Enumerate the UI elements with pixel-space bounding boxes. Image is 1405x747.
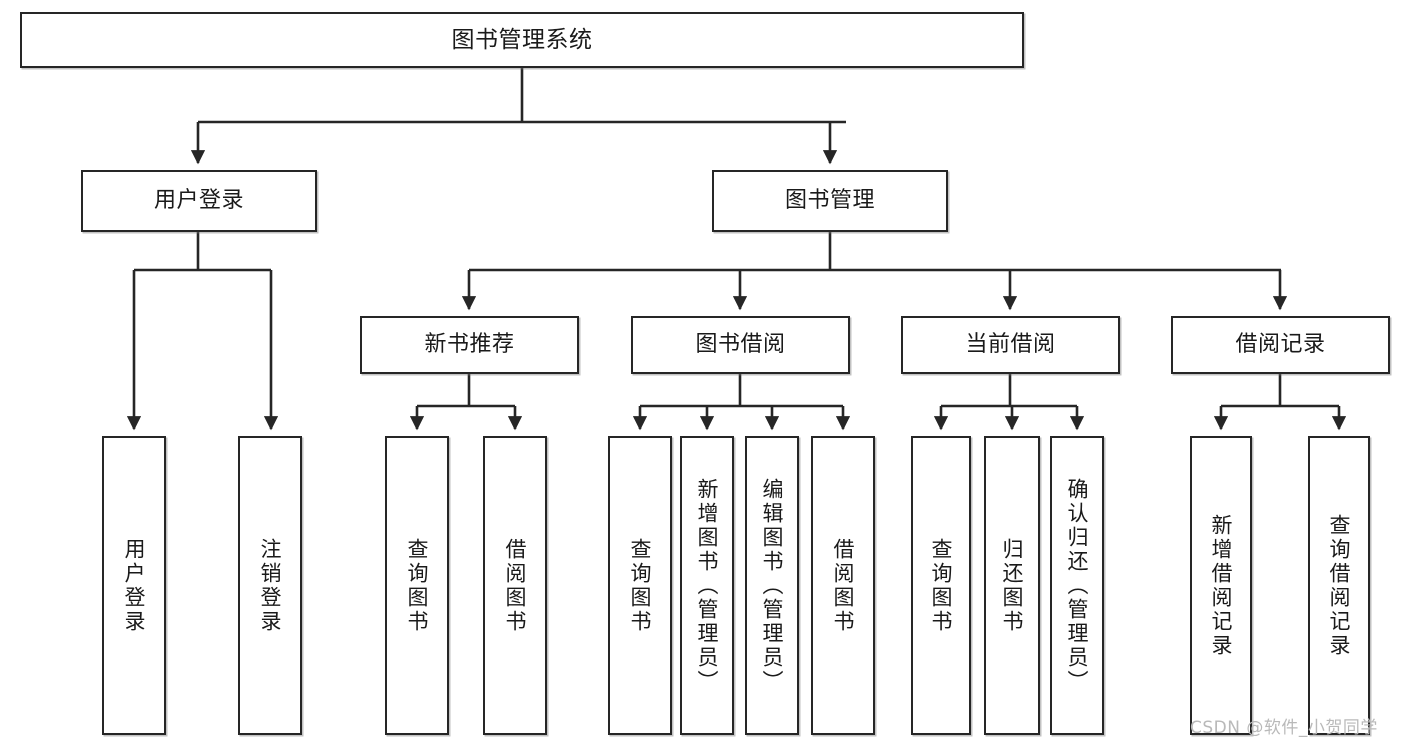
leaf-logout[interactable]: 注销登录	[238, 436, 302, 735]
leaf-add-record-label: 新增借阅记录	[1209, 513, 1234, 658]
leaf-return-book[interactable]: 归还图书	[984, 436, 1040, 735]
node-book-borrow-label: 图书借阅	[695, 332, 786, 358]
leaf-return-book-label: 归还图书	[1000, 537, 1025, 634]
node-new-book-recommend[interactable]: 新书推荐	[360, 316, 579, 374]
leaf-user-login[interactable]: 用户登录	[102, 436, 166, 735]
leaf-borrow-book-1-label: 借阅图书	[503, 537, 528, 634]
leaf-user-login-label: 用户登录	[122, 537, 147, 634]
node-user-login-label: 用户登录	[153, 188, 244, 214]
leaf-edit-book-label: 编辑图书（管理员）	[760, 477, 785, 694]
node-book-manage-label: 图书管理	[784, 188, 875, 214]
node-book-borrow[interactable]: 图书借阅	[631, 316, 850, 374]
leaf-logout-label: 注销登录	[258, 537, 283, 634]
leaf-confirm-return-label: 确认归还（管理员）	[1065, 477, 1090, 694]
leaf-borrow-book-2[interactable]: 借阅图书	[811, 436, 875, 735]
leaf-query-book-1[interactable]: 查询图书	[385, 436, 449, 735]
node-user-login[interactable]: 用户登录	[81, 170, 317, 232]
leaf-add-record[interactable]: 新增借阅记录	[1190, 436, 1252, 735]
node-current-borrow-label: 当前借阅	[965, 332, 1056, 358]
leaf-add-book-label: 新增图书（管理员）	[695, 477, 720, 694]
csdn-watermark: CSDN @软件_小贺同学	[1190, 718, 1378, 738]
leaf-query-book-3-label: 查询图书	[929, 537, 954, 634]
leaf-query-record-label: 查询借阅记录	[1327, 513, 1352, 658]
leaf-query-book-3[interactable]: 查询图书	[911, 436, 971, 735]
leaf-confirm-return[interactable]: 确认归还（管理员）	[1050, 436, 1104, 735]
leaf-query-record[interactable]: 查询借阅记录	[1308, 436, 1370, 735]
node-borrow-record[interactable]: 借阅记录	[1171, 316, 1390, 374]
leaf-add-book[interactable]: 新增图书（管理员）	[680, 436, 734, 735]
node-borrow-record-label: 借阅记录	[1235, 332, 1326, 358]
leaf-query-book-2[interactable]: 查询图书	[608, 436, 672, 735]
leaf-query-book-2-label: 查询图书	[628, 537, 653, 634]
leaf-borrow-book-1[interactable]: 借阅图书	[483, 436, 547, 735]
node-current-borrow[interactable]: 当前借阅	[901, 316, 1120, 374]
node-book-manage[interactable]: 图书管理	[712, 170, 948, 232]
node-root-label: 图书管理系统	[451, 26, 593, 53]
leaf-query-book-1-label: 查询图书	[405, 537, 430, 634]
node-root[interactable]: 图书管理系统	[20, 12, 1024, 68]
leaf-edit-book[interactable]: 编辑图书（管理员）	[745, 436, 799, 735]
leaf-borrow-book-2-label: 借阅图书	[831, 537, 856, 634]
node-new-book-recommend-label: 新书推荐	[424, 332, 515, 358]
